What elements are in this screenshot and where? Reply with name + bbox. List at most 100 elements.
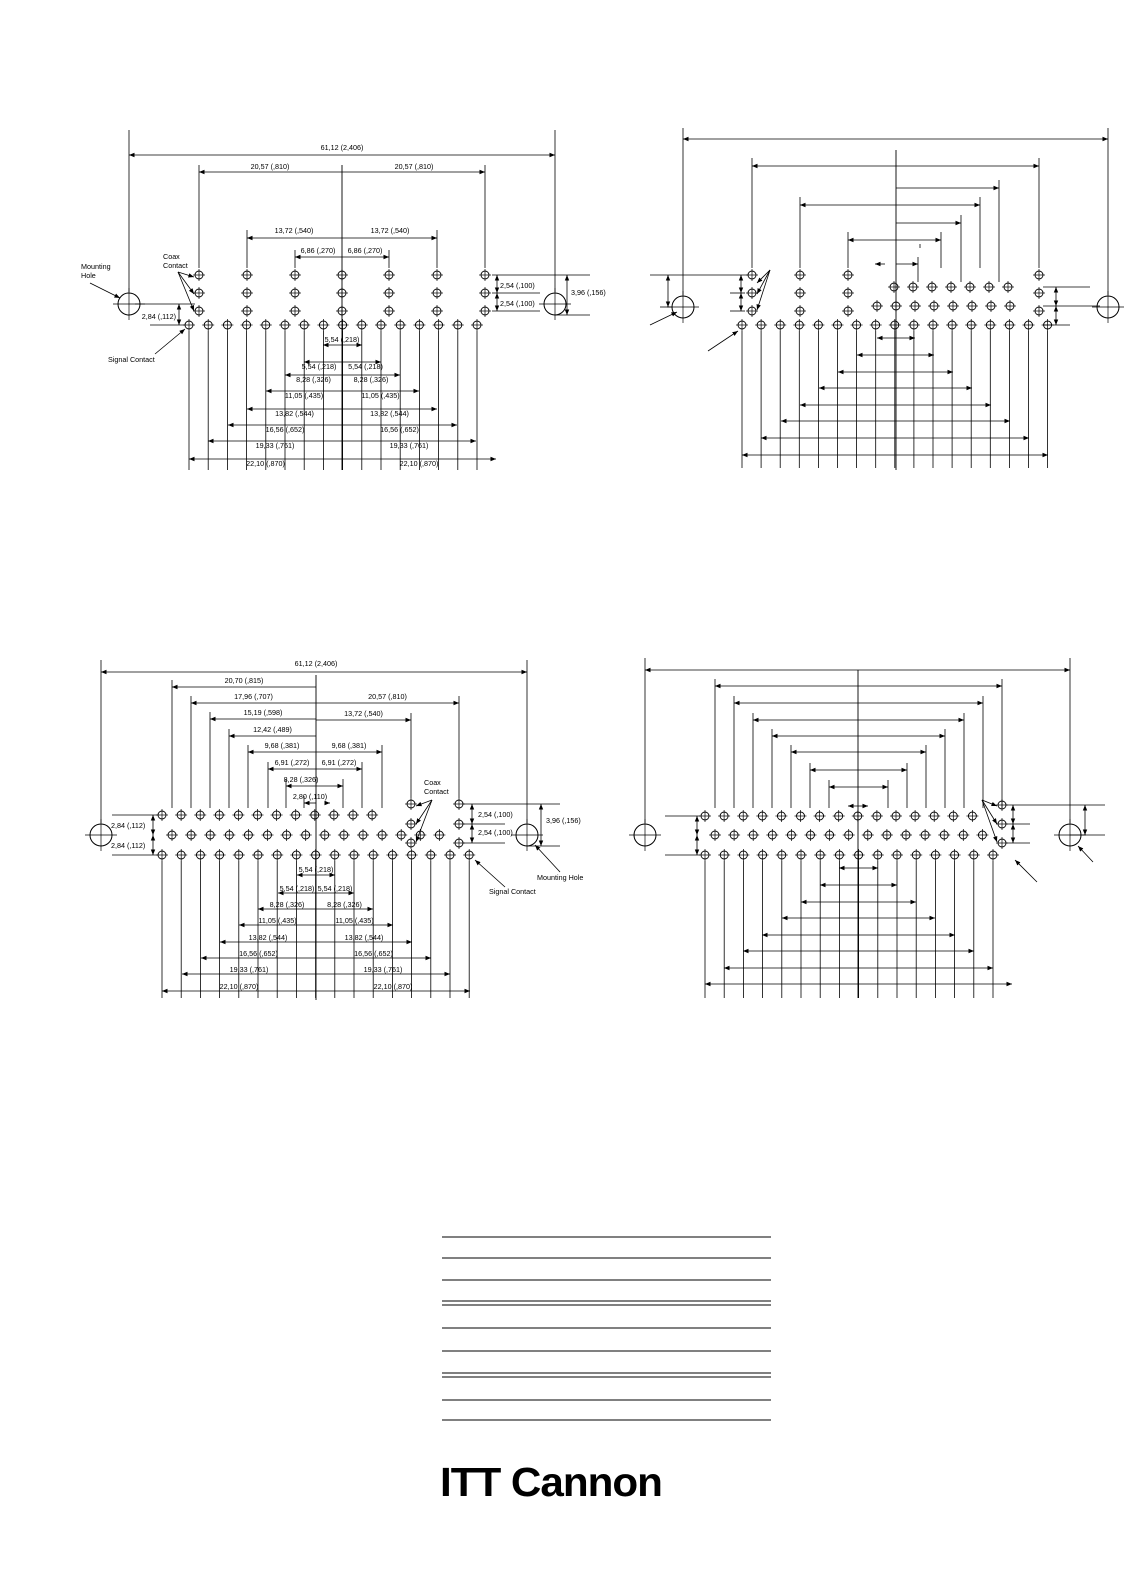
coax-contact bbox=[746, 305, 758, 317]
signal-contact bbox=[242, 829, 255, 841]
dimension-label: 5,54 (,218) bbox=[280, 884, 315, 893]
dimension-label: 6,91 (,272) bbox=[275, 758, 310, 767]
signal-contact bbox=[336, 319, 349, 331]
dimension-label: 8,28 (,326) bbox=[327, 900, 362, 909]
dimension-label: 22,10 (,870) bbox=[400, 459, 439, 468]
signal-contact bbox=[299, 829, 312, 841]
coax-contact bbox=[383, 287, 395, 299]
signal-contact bbox=[888, 281, 900, 293]
dimension-label: 3,96 (,156) bbox=[546, 816, 581, 825]
signal-contact bbox=[775, 849, 788, 861]
callout-arrow bbox=[415, 799, 433, 807]
signal-contact bbox=[880, 829, 893, 841]
signal-contact bbox=[793, 319, 806, 331]
signal-contact bbox=[280, 829, 293, 841]
signal-contact bbox=[699, 849, 711, 861]
coax-contact bbox=[1033, 269, 1045, 281]
signal-contact bbox=[928, 810, 941, 822]
signal-contact bbox=[185, 829, 198, 841]
callout-arrow bbox=[981, 799, 998, 843]
dimension-label: 22,10 (,870) bbox=[220, 982, 259, 991]
signal-contact bbox=[794, 810, 807, 822]
callout-arrow bbox=[981, 799, 998, 807]
signal-contact bbox=[966, 810, 979, 822]
dimension-label: 2,80 (,110) bbox=[293, 792, 327, 801]
coax-contact bbox=[383, 269, 395, 281]
signal-contact bbox=[213, 809, 226, 821]
dimension-label: 5,54 (,218) bbox=[325, 335, 360, 344]
coax-contact bbox=[1033, 305, 1045, 317]
signal-contact bbox=[718, 810, 731, 822]
callout-arrow bbox=[534, 844, 561, 873]
coax-contact bbox=[746, 287, 758, 299]
signal-contact bbox=[795, 849, 807, 861]
signal-contact bbox=[451, 319, 464, 331]
signal-contact bbox=[1004, 300, 1016, 312]
signal-contact bbox=[870, 810, 883, 822]
coax-contact bbox=[405, 818, 417, 830]
dimension-label: 8,28 (,326) bbox=[284, 775, 319, 784]
dimension-label: 11,05 (,435) bbox=[361, 391, 399, 400]
signal-contact bbox=[709, 829, 721, 841]
signal-contact bbox=[175, 809, 188, 821]
dimension-label: 20,57 (,810) bbox=[368, 692, 407, 701]
signal-contact bbox=[747, 829, 760, 841]
mounting-hole-right bbox=[1092, 291, 1124, 323]
dimension-label: 2,84 (,112) bbox=[111, 841, 145, 850]
signal-contact bbox=[318, 829, 331, 841]
signal-contact bbox=[1022, 319, 1035, 331]
dimension-label: 16,56 (,652) bbox=[354, 949, 393, 958]
signal-contact bbox=[337, 829, 350, 841]
dimension-label: 20,70 (,815) bbox=[225, 676, 264, 685]
signal-contact bbox=[289, 809, 302, 821]
dimension-label: 2,54 (,100) bbox=[478, 810, 513, 819]
dimension-label: 5,54 (,218) bbox=[299, 865, 334, 874]
dimension-label: 20,57 (,810) bbox=[251, 162, 290, 171]
signal-contact bbox=[271, 849, 284, 861]
callout-arrow bbox=[415, 799, 433, 843]
coax-contact bbox=[479, 287, 491, 299]
signal-contact bbox=[833, 849, 846, 861]
signal-contact bbox=[328, 849, 341, 861]
callout-arrow bbox=[649, 311, 678, 326]
signal-contact bbox=[202, 319, 215, 331]
signal-contact bbox=[804, 829, 817, 841]
signal-contact bbox=[718, 849, 731, 861]
signal-contact bbox=[888, 319, 901, 331]
mounting-hole-callout: Mounting bbox=[81, 262, 111, 271]
dimension-label: 11,05 (,435) bbox=[285, 391, 323, 400]
signal-contact bbox=[194, 809, 207, 821]
signal-contact bbox=[213, 849, 226, 861]
dimension-label: 8,28 (,326) bbox=[270, 900, 305, 909]
signal-contact bbox=[946, 319, 959, 331]
coax-contact bbox=[1033, 287, 1045, 299]
signal-contact bbox=[965, 319, 978, 331]
dimension-label: 6,86 (,270) bbox=[301, 246, 336, 255]
signal-contact bbox=[987, 849, 999, 861]
dimension-label: 2,54 (,100) bbox=[478, 828, 513, 837]
callout-arrow bbox=[981, 799, 998, 825]
signal-contact bbox=[869, 319, 882, 331]
signal-contact bbox=[386, 849, 399, 861]
signal-contact bbox=[966, 300, 978, 312]
coax-contact bbox=[431, 305, 443, 317]
signal-contact bbox=[871, 300, 883, 312]
dimension-label: 8,28 (,326) bbox=[296, 375, 331, 384]
signal-contact bbox=[774, 319, 787, 331]
dimension-label: 13,72 (,540) bbox=[371, 226, 410, 235]
dimension-label: 5,54 (,218) bbox=[348, 362, 383, 371]
callout-arrow bbox=[89, 282, 121, 299]
signal-contact bbox=[919, 829, 932, 841]
signal-contact bbox=[890, 810, 902, 822]
signal-contact bbox=[947, 300, 959, 312]
signal-contact bbox=[317, 319, 330, 331]
dimension-label: 19,33 (,761) bbox=[390, 441, 429, 450]
dimension-label: 13,82 (,544) bbox=[275, 409, 314, 418]
signal-contact bbox=[194, 849, 207, 861]
dimension-label: 16,56 (,652) bbox=[239, 949, 278, 958]
signal-contact bbox=[976, 829, 989, 841]
signal-contact bbox=[785, 829, 798, 841]
signal-contact bbox=[347, 809, 359, 821]
signal-contact bbox=[736, 319, 748, 331]
signal-contact bbox=[891, 849, 903, 861]
